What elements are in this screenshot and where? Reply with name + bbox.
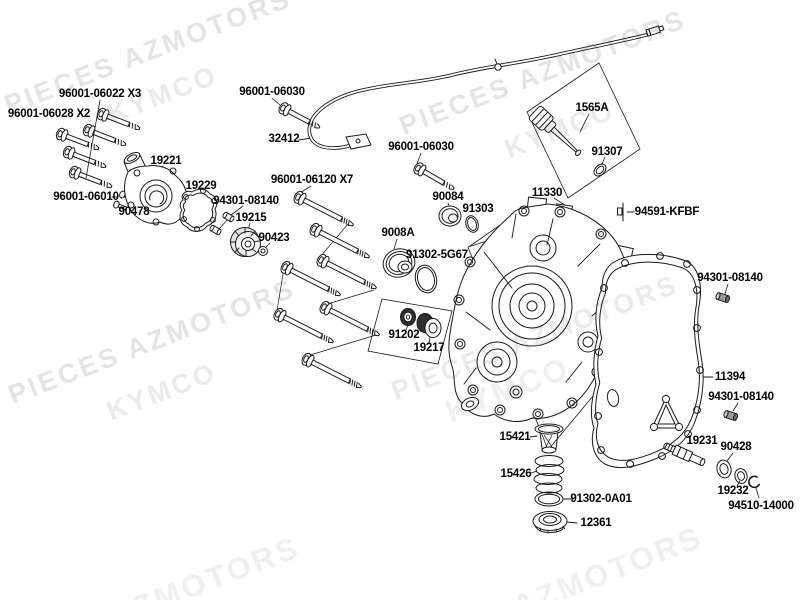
plug-9008a [379, 239, 439, 295]
impeller [231, 223, 271, 257]
cover-gasket [591, 253, 713, 468]
bolts-06030 [272, 98, 458, 195]
label-19215: 19215 [235, 212, 267, 224]
label-94301-08140-a: 94301-08140 [213, 195, 279, 207]
label-96001-06030-a: 96001-06030 [239, 86, 305, 98]
breather-tube [299, 25, 664, 149]
label-96001-06030-b: 96001-06030 [388, 141, 454, 153]
label-19232: 19232 [717, 485, 749, 497]
dowel-pins-right [715, 284, 738, 421]
gasket-holes [595, 253, 704, 468]
label-94591-kfbf: 94591-KFBF [634, 206, 700, 218]
label-94301-08140-c: 94301-08140 [708, 391, 774, 403]
label-19229: 19229 [185, 180, 217, 192]
label-96001-06010: 96001-06010 [53, 191, 119, 203]
label-90423: 90423 [258, 232, 290, 244]
label-91302-5g67: 91302-5G67 [406, 249, 468, 261]
label-11394: 11394 [714, 371, 746, 383]
bolts-06120-x7 [271, 186, 383, 394]
label-11330: 11330 [531, 187, 563, 199]
label-32412: 32412 [268, 133, 300, 145]
shaft-and-washers [662, 441, 759, 498]
label-90478: 90478 [118, 206, 150, 218]
label-19221: 19221 [150, 155, 182, 167]
dipstick [528, 105, 608, 178]
dowel-pins-left [209, 206, 243, 235]
label-1565a: 1565A [575, 102, 609, 114]
bolt-cluster-top-left [54, 100, 143, 193]
label-90428: 90428 [720, 441, 752, 453]
cover-ribs [464, 214, 610, 384]
label-94301-08140-b: 94301-08140 [697, 272, 763, 284]
label-91302-0a01: 91302-0A01 [570, 493, 632, 505]
label-12361: 12361 [580, 517, 612, 529]
pump-gasket [180, 189, 217, 232]
label-96001-06022-x3: 96001-06022 X3 [58, 88, 142, 100]
label-91202: 91202 [388, 329, 420, 341]
water-pump-housing [123, 150, 188, 225]
label-96001-06120-x7: 96001-06120 X7 [270, 174, 354, 186]
plug-90084 [439, 203, 480, 234]
label-91307: 91307 [591, 146, 623, 158]
label-94510-14000: 94510-14000 [728, 500, 794, 512]
label-19217: 19217 [413, 342, 445, 354]
seal-and-bushing [401, 309, 442, 344]
label-96001-06028-x2: 96001-06028 X2 [7, 108, 91, 120]
kfbf-pin [618, 203, 635, 221]
label-91303: 91303 [462, 203, 494, 215]
label-19231: 19231 [686, 435, 718, 447]
label-15421: 15421 [499, 431, 531, 443]
label-90084: 90084 [432, 191, 464, 203]
label-15426: 15426 [500, 468, 532, 480]
label-9008a: 9008A [381, 227, 415, 239]
strainer-stack [530, 424, 577, 533]
